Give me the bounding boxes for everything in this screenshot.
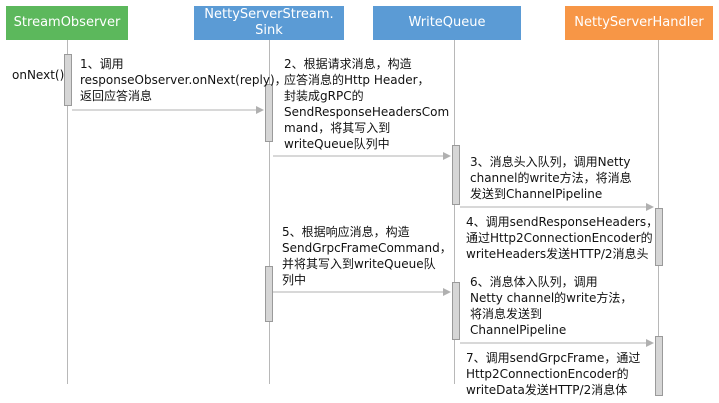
message-3: 3、消息头入队列，调用Netty channel的write方法，将消息 发送到… (470, 155, 632, 201)
activation-write-queue-1 (452, 145, 460, 205)
activation-write-queue-2 (452, 282, 460, 340)
activation-handler-2 (655, 336, 663, 396)
participant-netty-server-handler: NettyServerHandler (565, 6, 713, 40)
lifeline-netty-server-stream-sink (269, 40, 270, 384)
activation-sink-1 (265, 84, 273, 142)
lifeline-write-queue (454, 40, 455, 384)
activation-stream-observer (64, 54, 72, 106)
message-7: 7、调用sendGrpcFrame，通过 Http2ConnectionEnco… (466, 351, 641, 397)
call-label-on-next: onNext() (12, 68, 65, 82)
participant-netty-server-stream-sink: NettyServerStream. Sink (194, 6, 344, 40)
activation-sink-2 (265, 266, 273, 322)
message-5: 5、根据响应消息，构造 SendGrpcFrameCommand， 并将其写入到… (282, 225, 452, 287)
message-4: 4、调用sendResponseHeaders， 通过Http2Connecti… (466, 215, 659, 261)
message-2: 2、根据请求消息，构造 应答消息的Http Header， 封装成gRPC的 S… (284, 57, 450, 151)
message-1: 1、调用 responseObserver.onNext(reply)， 返回应… (80, 57, 287, 103)
participant-stream-observer: StreamObserver (6, 6, 128, 40)
activation-handler-1 (655, 208, 663, 266)
participant-write-queue: WriteQueue (373, 6, 521, 40)
lifeline-stream-observer (67, 40, 68, 384)
message-6: 6、消息体入队列，调用 Netty channel的write方法， 将消息发送… (470, 275, 633, 337)
